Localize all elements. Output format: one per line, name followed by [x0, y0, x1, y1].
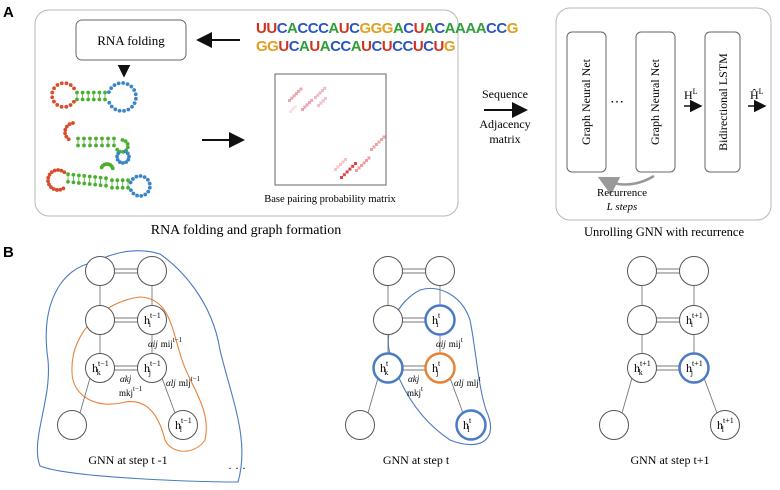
matrix-probability-dots: [288, 86, 386, 179]
panel-b-letter: B: [3, 244, 14, 261]
h-hat-l-label: ĤL: [750, 87, 764, 102]
trailing-ellipsis: · · ·: [228, 461, 246, 475]
recurrence-steps-label: L steps: [606, 201, 638, 213]
rna-secondary-structures: [46, 81, 152, 198]
panel-a-letter: A: [3, 4, 14, 21]
base-pairing-matrix: [274, 73, 387, 186]
graph-caption: GNN at step t: [383, 453, 450, 467]
alpha-kj: αkj: [408, 374, 420, 384]
recurrence-arrow: [597, 174, 655, 195]
recurrence-label: Recurrence: [597, 187, 647, 199]
message-kj: mkjt: [407, 385, 423, 398]
arrow-label-adjacency: Adjacency: [479, 117, 530, 131]
blue-neighborhood-outline: [36, 250, 243, 483]
gnn-block-1-label: Graph Neural Net: [579, 58, 593, 145]
bidirectional-lstm-block: [704, 31, 741, 173]
sequence-line-1: UUCACCCAUCGGGACUACAAAACCG: [256, 20, 518, 37]
panel-a-left-frame: [34, 9, 459, 217]
arrow-label-sequence: Sequence: [482, 87, 528, 101]
rna-folding-section-caption: RNA folding and graph formation: [151, 223, 342, 238]
matrix-caption: Base pairing probability matrix: [264, 194, 396, 205]
orange-neighborhood-outline: [71, 296, 207, 452]
gnn-ellipsis: ⋯: [610, 95, 624, 110]
panel-a-right-frame: [555, 7, 772, 221]
blue-neighborhood-outline: [387, 288, 492, 446]
gnn-block-1: [566, 31, 607, 173]
graph-caption: GNN at step t+1: [630, 453, 709, 467]
graph-caption: GNN at step t -1: [88, 453, 167, 467]
gnn-block-2: [635, 31, 676, 173]
gnn-block-2-label: Graph Neural Net: [648, 58, 662, 145]
message-kj: mkjt−1: [119, 385, 143, 398]
lstm-label: Bidirectional LSTM: [716, 53, 730, 151]
unroll-caption: Unrolling GNN with recurrence: [584, 225, 744, 239]
alpha-kj: αkj: [120, 374, 132, 384]
arrow-label-matrix: matrix: [489, 132, 520, 146]
rna-folding-box: [75, 19, 187, 61]
sequence-line-2: GGUCAUACCAUCUCCUCUG: [256, 38, 455, 55]
rna-folding-label: RNA folding: [97, 33, 165, 48]
h-l-label: HL: [684, 87, 698, 102]
